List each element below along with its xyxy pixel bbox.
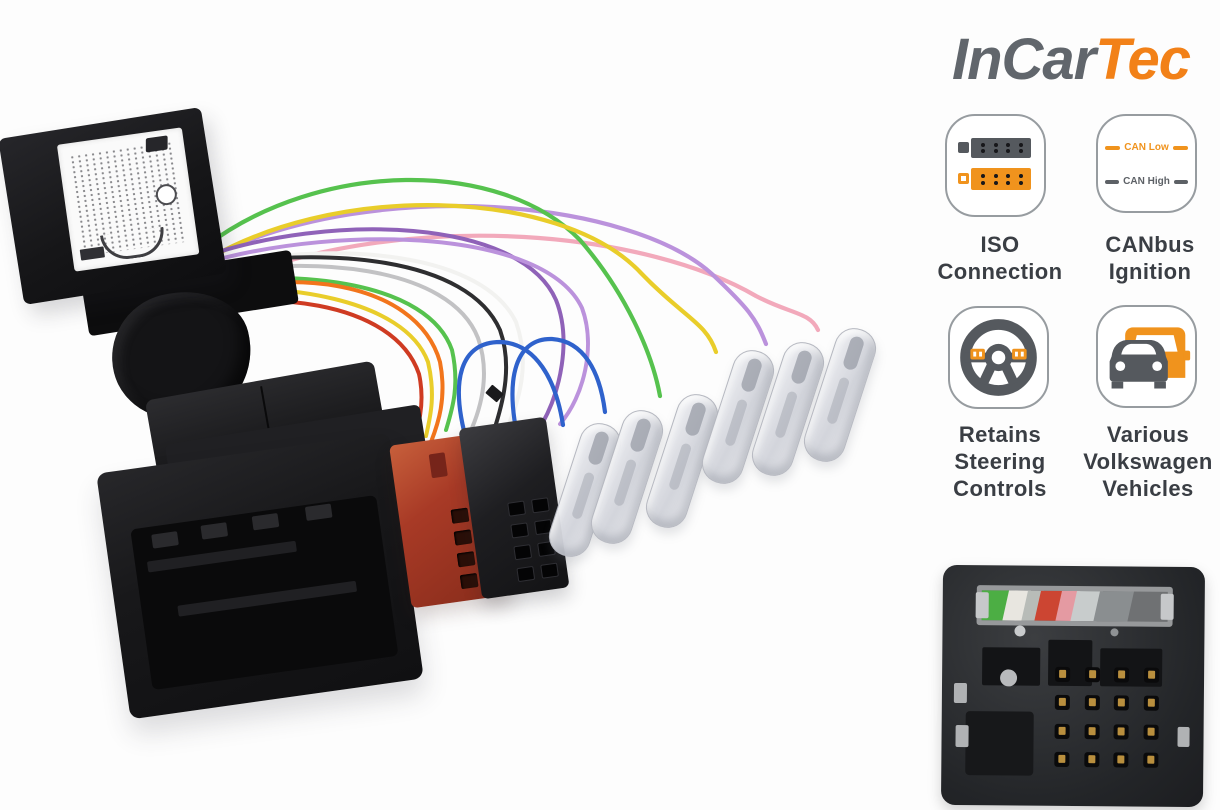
wire-blue-loop-2 [510,336,608,451]
can-high-line: CAN High [1105,176,1189,187]
wire-lilac-loop [206,237,590,426]
wire-blue-loop-1 [456,339,566,449]
connector-dot [1110,628,1119,637]
feature-caption-iso: ISO Connection [937,232,1063,284]
feature-caption-steering: Retains Steering Controls [953,422,1047,501]
quadlock-slot [177,580,358,617]
quadlock-pin-recess [130,495,399,691]
connector-side-tab [1177,726,1190,748]
wire-yellow-arc [194,203,719,355]
quadlock-key [251,512,280,531]
can-low-label: CAN Low [1124,142,1169,153]
feature-caption-canbus: CANbus Ignition [1105,232,1195,284]
iso-red-keyway [428,452,448,479]
module-label [56,127,200,272]
iso-icon-tab-orange [958,173,969,184]
canbus-ignition-icon: CAN Low CAN High [1096,114,1197,213]
connector-dot [999,669,1018,687]
logo-text-tec: Tec [1095,27,1191,92]
module-label-barcode [79,246,105,261]
quadlock-face-photo [940,564,1206,808]
quadlock-key [200,522,229,540]
quadlock-connector [96,432,424,720]
iso-icon-plug-gray [971,138,1031,158]
iso-icon-plug-orange [971,168,1031,190]
quadlock-face-wire-slot [975,585,1174,627]
quadlock-face-panel [965,711,1034,776]
quadlock-face-pins [1047,660,1166,775]
iso-connector-icon [945,114,1046,217]
connector-dot [1014,625,1026,637]
iso-icon-tab-gray [958,142,969,153]
can-high-label: CAN High [1123,176,1170,187]
wire-purple-loop [198,227,566,426]
wire-lilac-arc [211,203,769,347]
logo-text-incar: InCar [952,27,1096,92]
info-panel: InCarTec CAN Low CAN High ISO Connection [938,0,1220,810]
volkswagen-cars-icon [1096,305,1197,408]
wire-pink-arc [227,233,821,333]
quadlock-key [304,503,333,521]
quadlock-key [151,531,179,549]
feature-caption-vehicles: Various Volkswagen Vehicles [1083,422,1213,501]
canbus-module [0,106,227,306]
wire-green-arc [203,177,663,399]
slot-wires [981,590,1168,622]
steering-wheel-icon [948,306,1049,409]
harness-photo [0,0,960,810]
incartec-logo: InCarTec [952,26,1212,93]
can-low-line: CAN Low [1105,142,1189,153]
